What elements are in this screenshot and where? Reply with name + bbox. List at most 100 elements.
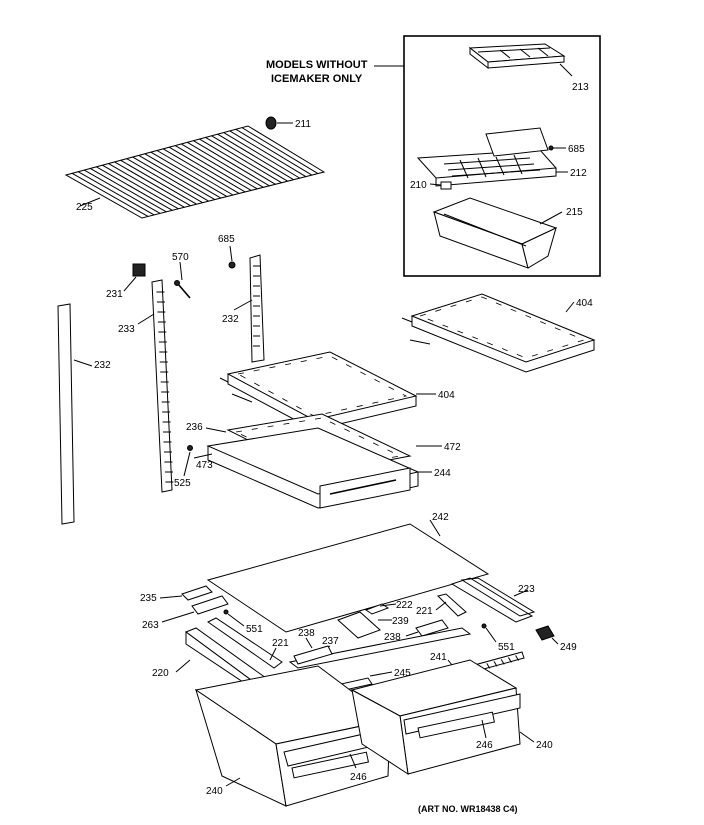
part-215-ice-bucket	[432, 197, 563, 269]
label-685-inset: 685	[568, 144, 585, 155]
label-220: 220	[152, 668, 169, 679]
shelf-wire	[90, 168, 167, 213]
part-225-wire-shelf	[64, 125, 326, 219]
shelf-wire	[235, 128, 313, 176]
label-551-left: 551	[246, 624, 263, 635]
part-551-left	[223, 609, 245, 627]
part-222	[364, 603, 397, 615]
label-242: 242	[432, 512, 449, 523]
label-232-left: 232	[94, 360, 111, 371]
shelf-wire	[114, 161, 191, 207]
label-263: 263	[142, 620, 159, 631]
inset-title-line-2: ICEMAKER ONLY	[271, 73, 363, 85]
label-685: 685	[218, 234, 235, 245]
label-472: 472	[444, 442, 461, 453]
shelf-wire	[193, 140, 270, 187]
label-246-left: 246	[350, 772, 367, 783]
label-233: 233	[118, 324, 135, 335]
shelf-wire	[132, 156, 209, 202]
shelf-wire	[217, 133, 294, 181]
shelf-wire	[211, 135, 288, 182]
part-238-left	[293, 637, 333, 665]
label-222: 222	[396, 600, 413, 611]
label-239: 239	[392, 616, 409, 627]
part-232-left-rail	[57, 303, 93, 525]
shelf-wire	[71, 172, 149, 217]
part-404-right-shelf	[401, 293, 596, 373]
part-551-right	[481, 623, 497, 643]
label-473: 473	[196, 460, 213, 471]
shelf-wire	[77, 171, 155, 216]
label-570: 570	[172, 252, 189, 263]
label-225: 225	[76, 202, 93, 213]
label-237: 237	[322, 636, 339, 647]
label-232-center: 232	[222, 314, 239, 325]
shelf-wire	[150, 151, 228, 197]
shelf-wire	[241, 127, 319, 174]
rail-tooth	[493, 661, 498, 667]
part-232-center-rail	[233, 254, 265, 363]
shelf-wire	[96, 166, 173, 211]
label-235: 235	[140, 593, 157, 604]
part-249-stop	[535, 625, 559, 645]
rail-tooth	[507, 657, 512, 663]
label-221-right: 221	[416, 606, 433, 617]
shelf-wire	[174, 145, 252, 191]
label-249: 249	[560, 642, 577, 653]
part-223-right-slide	[450, 577, 536, 623]
shelf-wire	[156, 150, 234, 196]
shelf-wire	[223, 132, 300, 179]
label-231: 231	[106, 289, 123, 300]
part-212-ice-rack	[416, 127, 568, 187]
part-210-clip	[429, 181, 452, 190]
shelf-wire	[168, 146, 246, 193]
part-242-glass-cover	[206, 519, 490, 633]
shelf-wire	[162, 148, 240, 194]
part-213-ice-tray	[468, 43, 573, 77]
part-239	[337, 611, 392, 639]
part-233-rail	[137, 279, 174, 493]
shelf-wire	[120, 159, 197, 205]
part-685-screw	[228, 245, 236, 269]
icemaker-inset: MODELS WITHOUT ICEMAKER ONLY	[266, 35, 601, 277]
label-246-right: 246	[476, 740, 493, 751]
label-213: 213	[572, 82, 589, 93]
label-236: 236	[186, 422, 203, 433]
shelf-wire	[187, 141, 264, 188]
rail-tooth	[500, 659, 505, 665]
part-685-screw-inset	[548, 145, 566, 151]
inset-title-line-1: MODELS WITHOUT	[266, 59, 368, 71]
part-525-screw	[183, 445, 193, 477]
label-240-left: 240	[206, 786, 223, 797]
part-221-left-slide	[207, 617, 283, 669]
label-404-right: 404	[576, 298, 593, 309]
rail-tooth	[515, 655, 520, 661]
shelf-wire	[229, 130, 307, 178]
part-211-cap	[265, 116, 293, 130]
part-238-right	[405, 619, 449, 637]
part-221-right-slide	[435, 593, 467, 617]
label-245: 245	[394, 668, 411, 679]
part-231-clip	[123, 263, 146, 292]
label-215: 215	[566, 207, 583, 218]
label-238-right: 238	[384, 632, 401, 643]
rail-tooth	[486, 663, 491, 669]
shelf-wire	[138, 154, 216, 201]
shelf-wire	[126, 158, 203, 204]
label-244: 244	[434, 468, 451, 479]
part-570-screw	[174, 261, 191, 299]
shelf-wire	[144, 153, 222, 199]
label-223: 223	[518, 584, 535, 595]
label-240-right: 240	[536, 740, 553, 751]
label-238-left: 238	[298, 628, 315, 639]
shelf-wire	[83, 169, 161, 214]
part-240-right-drawer	[350, 659, 535, 776]
part-244-meat-pan-assembly	[193, 413, 442, 509]
label-210: 210	[410, 180, 427, 191]
shelf-wire	[108, 163, 185, 208]
label-241: 241	[430, 652, 447, 663]
shelf-wire	[199, 138, 276, 185]
part-235-bracket	[159, 585, 213, 601]
part-263-bracket	[161, 595, 229, 623]
